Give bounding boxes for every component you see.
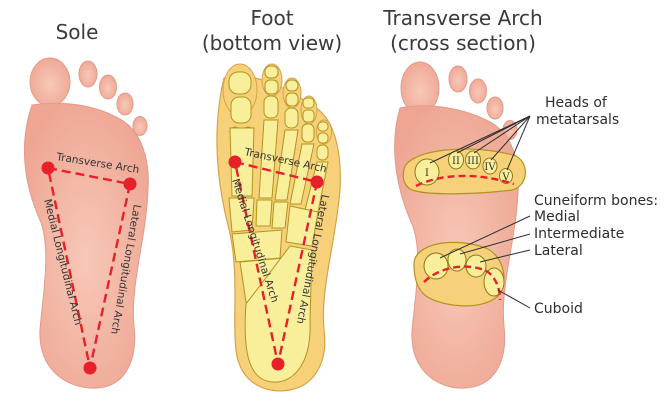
phalanx-2-middle <box>265 80 278 94</box>
phalanx-5-proximal <box>317 145 328 160</box>
label-heads-of: Heads of <box>545 95 608 111</box>
cross-toe-2 <box>449 66 467 92</box>
label-medial: Medial <box>534 209 580 225</box>
bones-point-lateral <box>311 176 324 189</box>
numeral-1: I <box>425 168 429 179</box>
phalanx-2-distal <box>265 66 278 78</box>
label-cuboid: Cuboid <box>534 301 583 317</box>
phalanx-3-proximal <box>285 108 298 128</box>
phalanx-3-distal <box>286 80 298 91</box>
sole-point-heel <box>84 362 97 375</box>
numeral-2: II <box>452 156 460 167</box>
phalanx-1-proximal <box>231 97 251 123</box>
title-foot-line1: Foot <box>250 6 293 30</box>
medial-cuneiform-section <box>424 253 448 279</box>
sole-toe-3 <box>100 75 117 99</box>
phalanx-3-middle <box>286 93 298 106</box>
phalanx-4-proximal <box>302 124 314 142</box>
phalanx-4-distal <box>303 98 314 108</box>
title-foot-line2: (bottom view) <box>202 31 342 55</box>
title-sole: Sole <box>56 20 99 44</box>
sole-big-toe <box>30 58 70 106</box>
title-transverse-line2: (cross section) <box>390 31 536 55</box>
sole-toe-2 <box>79 61 97 87</box>
sole-point-lateral <box>124 178 137 191</box>
numeral-4: IV <box>484 162 496 173</box>
label-intermediate: Intermediate <box>534 226 624 242</box>
title-transverse-line1: Transverse Arch <box>382 6 542 30</box>
cross-section-panel: I II III IV V Heads of metatarsa <box>395 62 658 388</box>
phalanx-1-distal <box>229 72 251 94</box>
cross-toe-3 <box>470 79 487 103</box>
sole-panel: Transverse Arch Medial Longitudinal Arch… <box>24 58 148 388</box>
label-metatarsals: metatarsals <box>536 112 619 128</box>
bones-point-medial <box>229 156 242 169</box>
numeral-3: III <box>467 156 479 167</box>
cross-toe-4 <box>487 97 503 119</box>
label-lateral: Lateral <box>534 243 583 259</box>
lateral-cuneiform <box>272 202 288 228</box>
phalanx-5-distal <box>318 122 328 131</box>
phalanx-4-middle <box>303 110 314 122</box>
phalanx-5-middle <box>318 133 328 143</box>
bones-panel: Transverse Arch Medial Longitudinal Arch… <box>217 64 340 391</box>
bones-point-heel <box>272 358 285 371</box>
sole-point-medial <box>42 162 55 175</box>
sole-toe-4 <box>117 93 133 115</box>
intermediate-cuneiform <box>256 200 272 226</box>
phalanx-2-proximal <box>264 96 278 118</box>
label-cuneiform-bones: Cuneiform bones: <box>534 193 658 209</box>
